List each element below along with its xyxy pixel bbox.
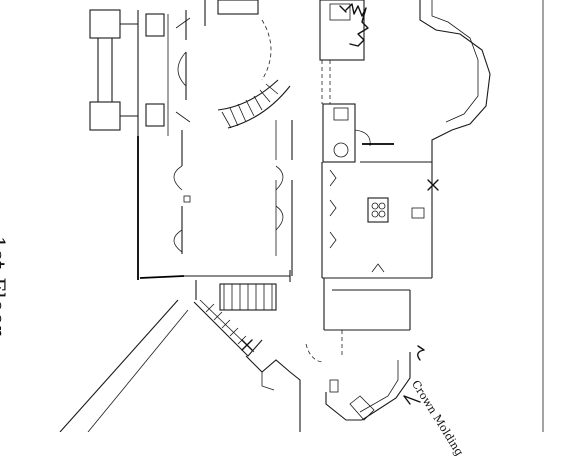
- main-hall: [137, 0, 293, 282]
- left-wing: [89, 9, 191, 136]
- hand-arrow-note: [403, 345, 425, 405]
- floor-plan-drawing: [59, 0, 544, 432]
- lower-right-room: [305, 278, 411, 421]
- service-core: [319, 0, 394, 163]
- lower-wing: [59, 280, 301, 432]
- kitchen: [321, 150, 439, 279]
- hand-mark-kitchen: [427, 179, 439, 191]
- bay-wing: [419, 0, 491, 150]
- floor-label: 1st Floor: [0, 236, 10, 337]
- hand-sketch-top: [339, 3, 369, 47]
